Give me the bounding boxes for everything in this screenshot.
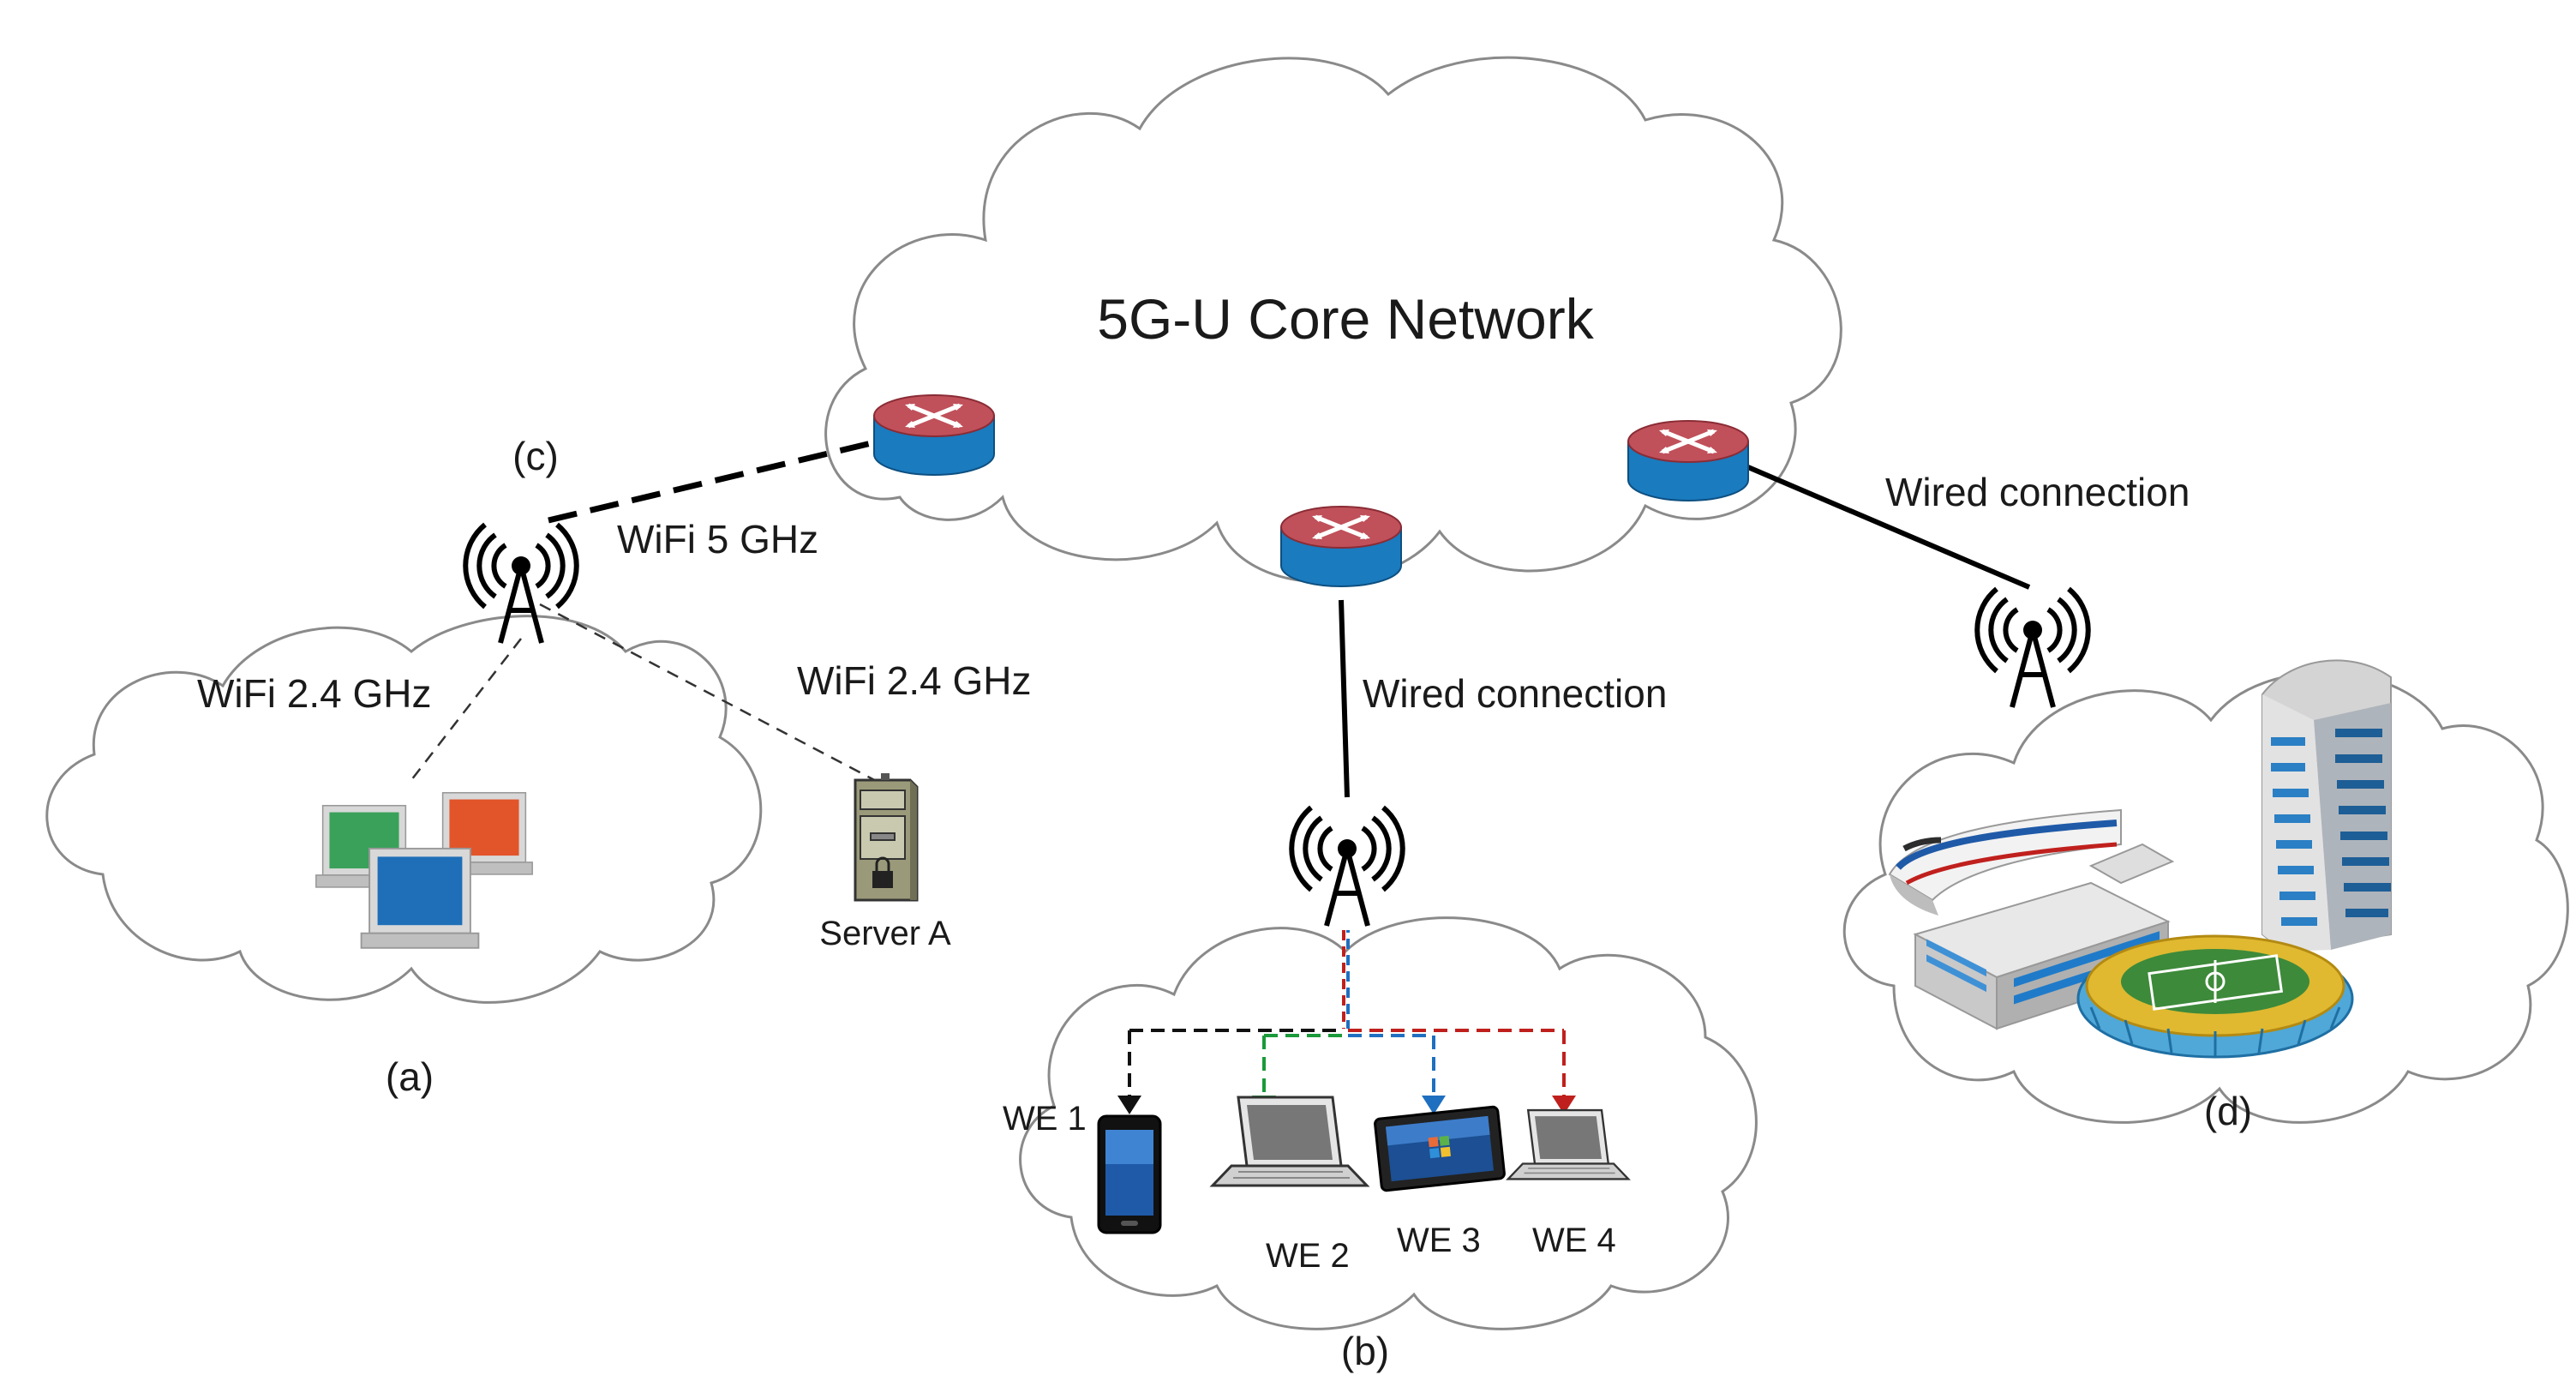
stadium-icon xyxy=(2076,934,2354,1059)
smartphone-icon xyxy=(1097,1114,1162,1234)
caption-b: (b) xyxy=(1341,1329,1389,1373)
antenna-tower-icon-b xyxy=(1291,808,1403,926)
wired-label-center: Wired connection xyxy=(1363,671,1667,716)
caption-c: (c) xyxy=(512,434,559,478)
computer-monitor-icon-blue xyxy=(360,847,480,949)
wifi24-link-left xyxy=(410,638,522,781)
router-icon-center xyxy=(1281,507,1401,586)
caption-d: (d) xyxy=(2204,1089,2252,1133)
wifi5-label: WiFi 5 GHz xyxy=(617,517,818,561)
caption-a: (a) xyxy=(386,1054,434,1099)
computer-monitor-icon-orange xyxy=(435,791,533,875)
skyscraper-icon xyxy=(2261,659,2392,953)
router-icon-left xyxy=(874,395,994,475)
station-building-icon xyxy=(1913,843,2175,1030)
we4-label: WE 4 xyxy=(1532,1222,1616,1259)
wifi24-label-left: WiFi 2.4 GHz xyxy=(197,671,431,716)
antenna-tower-icon-d xyxy=(1977,589,2088,707)
train-icon xyxy=(1888,808,2122,916)
file-server-icon xyxy=(854,773,919,902)
core-network-cloud xyxy=(824,56,1842,584)
we2-label: WE 2 xyxy=(1266,1237,1350,1275)
we3-label: WE 3 xyxy=(1397,1222,1481,1259)
router-icon-right xyxy=(1628,421,1748,501)
wifi5-link xyxy=(548,438,879,524)
wired-label-right: Wired connection xyxy=(1885,470,2190,514)
wired-link-center xyxy=(1339,599,1350,798)
distribution-lines xyxy=(1117,930,1576,1114)
core-network-title: 5G-U Core Network xyxy=(1097,287,1594,351)
wired-link-right xyxy=(1746,465,2031,590)
wifi24-link-right xyxy=(539,603,884,786)
wifi24-label-right: WiFi 2.4 GHz xyxy=(797,658,1031,703)
computer-group xyxy=(315,791,533,949)
server-label: Server A xyxy=(819,915,951,952)
tablet-icon xyxy=(1374,1105,1506,1192)
we1-label: WE 1 xyxy=(1003,1100,1087,1138)
